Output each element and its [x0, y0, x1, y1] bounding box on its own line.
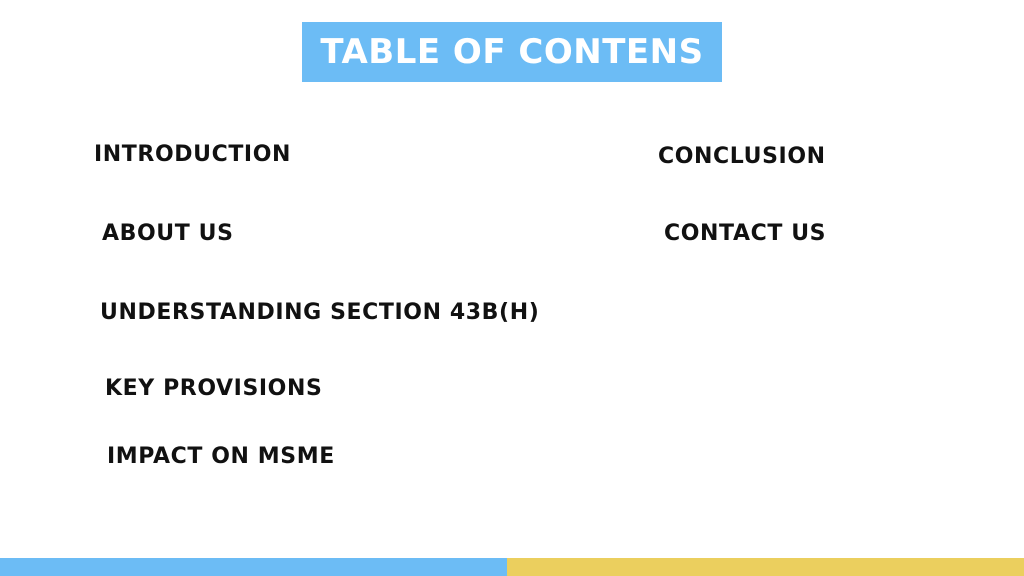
slide-title: TABLE OF CONTENS [320, 32, 704, 72]
bottom-bar-yellow [507, 558, 1024, 576]
toc-item-about-us: ABOUT US [102, 221, 234, 246]
toc-item-conclusion: CONCLUSION [658, 144, 826, 169]
bottom-bar-blue [0, 558, 507, 576]
toc-item-contact-us: CONTACT US [664, 221, 827, 246]
title-banner: TABLE OF CONTENS [302, 22, 722, 82]
toc-item-impact-on-msme: IMPACT ON MSME [107, 444, 335, 469]
toc-item-key-provisions: KEY PROVISIONS [105, 376, 323, 401]
toc-item-introduction: INTRODUCTION [94, 142, 292, 167]
toc-item-understanding-section: UNDERSTANDING SECTION 43B(H) [100, 300, 540, 325]
